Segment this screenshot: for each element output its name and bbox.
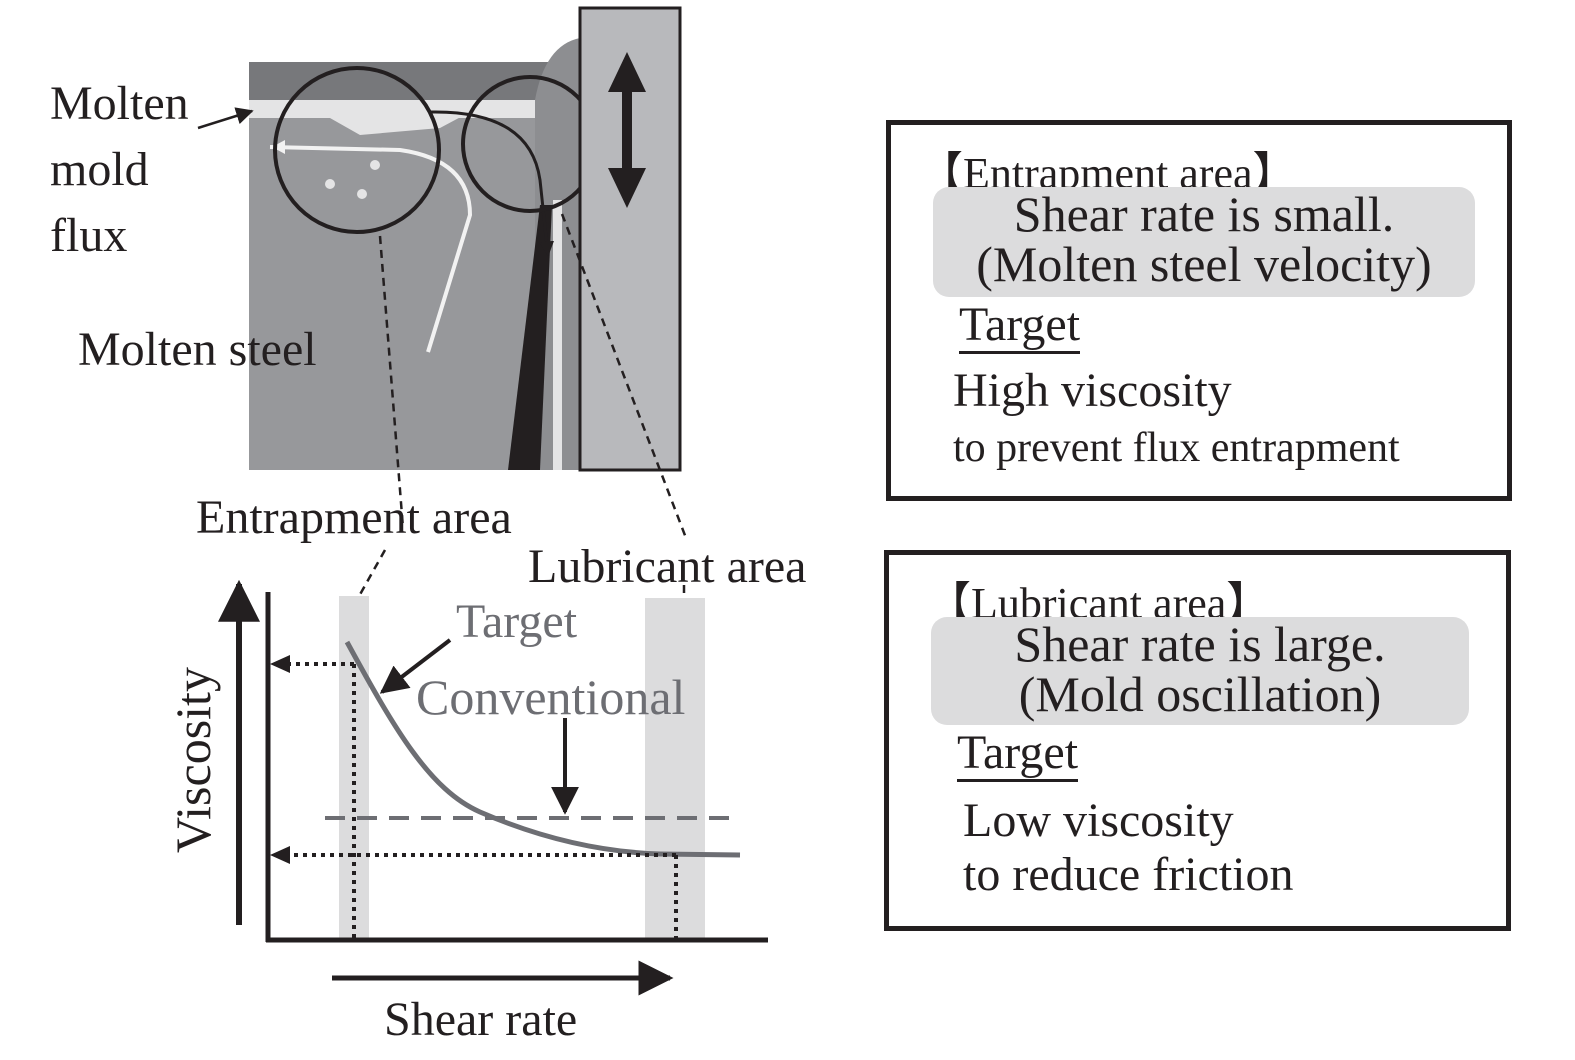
target-pointer-arrow xyxy=(379,638,452,694)
mold-cross-section xyxy=(197,6,682,472)
flux-droplet xyxy=(357,189,367,199)
label-molten-steel: Molten steel xyxy=(78,323,317,376)
lubricant-band xyxy=(645,598,705,939)
entrapment-condition-line2: (Molten steel velocity) xyxy=(976,236,1432,292)
viscosity-chart xyxy=(218,579,768,996)
entrapment-condition-line1: Shear rate is small. xyxy=(1013,186,1395,242)
flux-film xyxy=(553,200,562,470)
label-target-curve: Target xyxy=(456,595,578,648)
flux-top-layer xyxy=(249,62,549,102)
entrapment-target-label: Target xyxy=(959,301,1081,354)
label-molten-mold-flux-line1: Molten xyxy=(50,77,189,130)
entrapment-condition-pill: Shear rate is small. (Molten steel veloc… xyxy=(933,187,1475,297)
lubricant-target-label: Target xyxy=(957,729,1079,782)
entrapment-area-box: 【Entrapment area】 Shear rate is small. (… xyxy=(886,120,1512,501)
target-viscosity-curve xyxy=(344,640,741,858)
entrapment-band xyxy=(339,596,369,939)
entrapped-flux-wedge xyxy=(330,112,470,135)
flux-droplet xyxy=(370,160,380,170)
flux-pointer-arrow xyxy=(197,107,254,130)
lubricant-condition-pill: Shear rate is large. (Mold oscillation) xyxy=(931,617,1469,725)
guide-arrowhead xyxy=(270,655,290,673)
x-axis-label: Shear rate xyxy=(384,993,578,1046)
flow-line-lower xyxy=(269,145,473,353)
oscillation-double-arrow-icon xyxy=(608,52,646,208)
entrapment-result-line2: to prevent flux entrapment xyxy=(953,425,1400,471)
label-entrapment-area: Entrapment area xyxy=(196,491,512,544)
entrapment-circle xyxy=(273,66,441,234)
flow-line-upper xyxy=(429,110,555,257)
lubricant-condition-line2: (Mold oscillation) xyxy=(1018,666,1382,722)
guide-arrowhead xyxy=(270,846,290,864)
flow-arrow-head xyxy=(272,140,285,154)
entrapment-connector-lower xyxy=(356,549,387,599)
solidified-shell xyxy=(508,205,552,470)
y-axis-label: Viscosity xyxy=(165,667,221,853)
flux-droplet xyxy=(325,179,335,189)
lubricant-area-box: 【Lubricant area】 Shear rate is large. (M… xyxy=(884,550,1511,931)
entrapment-connector xyxy=(378,235,405,529)
label-molten-mold-flux-line2: mold xyxy=(50,143,149,196)
label-conventional: Conventional xyxy=(416,669,686,725)
lubricant-connector xyxy=(560,213,688,539)
lubricant-result-line2: to reduce friction xyxy=(963,848,1294,901)
lubricant-condition-line1: Shear rate is large. xyxy=(1014,616,1386,672)
lubricant-result-line1: Low viscosity xyxy=(963,794,1234,847)
entrapment-result-line1: High viscosity xyxy=(953,364,1232,417)
label-molten-mold-flux-line3: flux xyxy=(50,209,128,262)
label-lubricant-area: Lubricant area xyxy=(528,540,807,593)
